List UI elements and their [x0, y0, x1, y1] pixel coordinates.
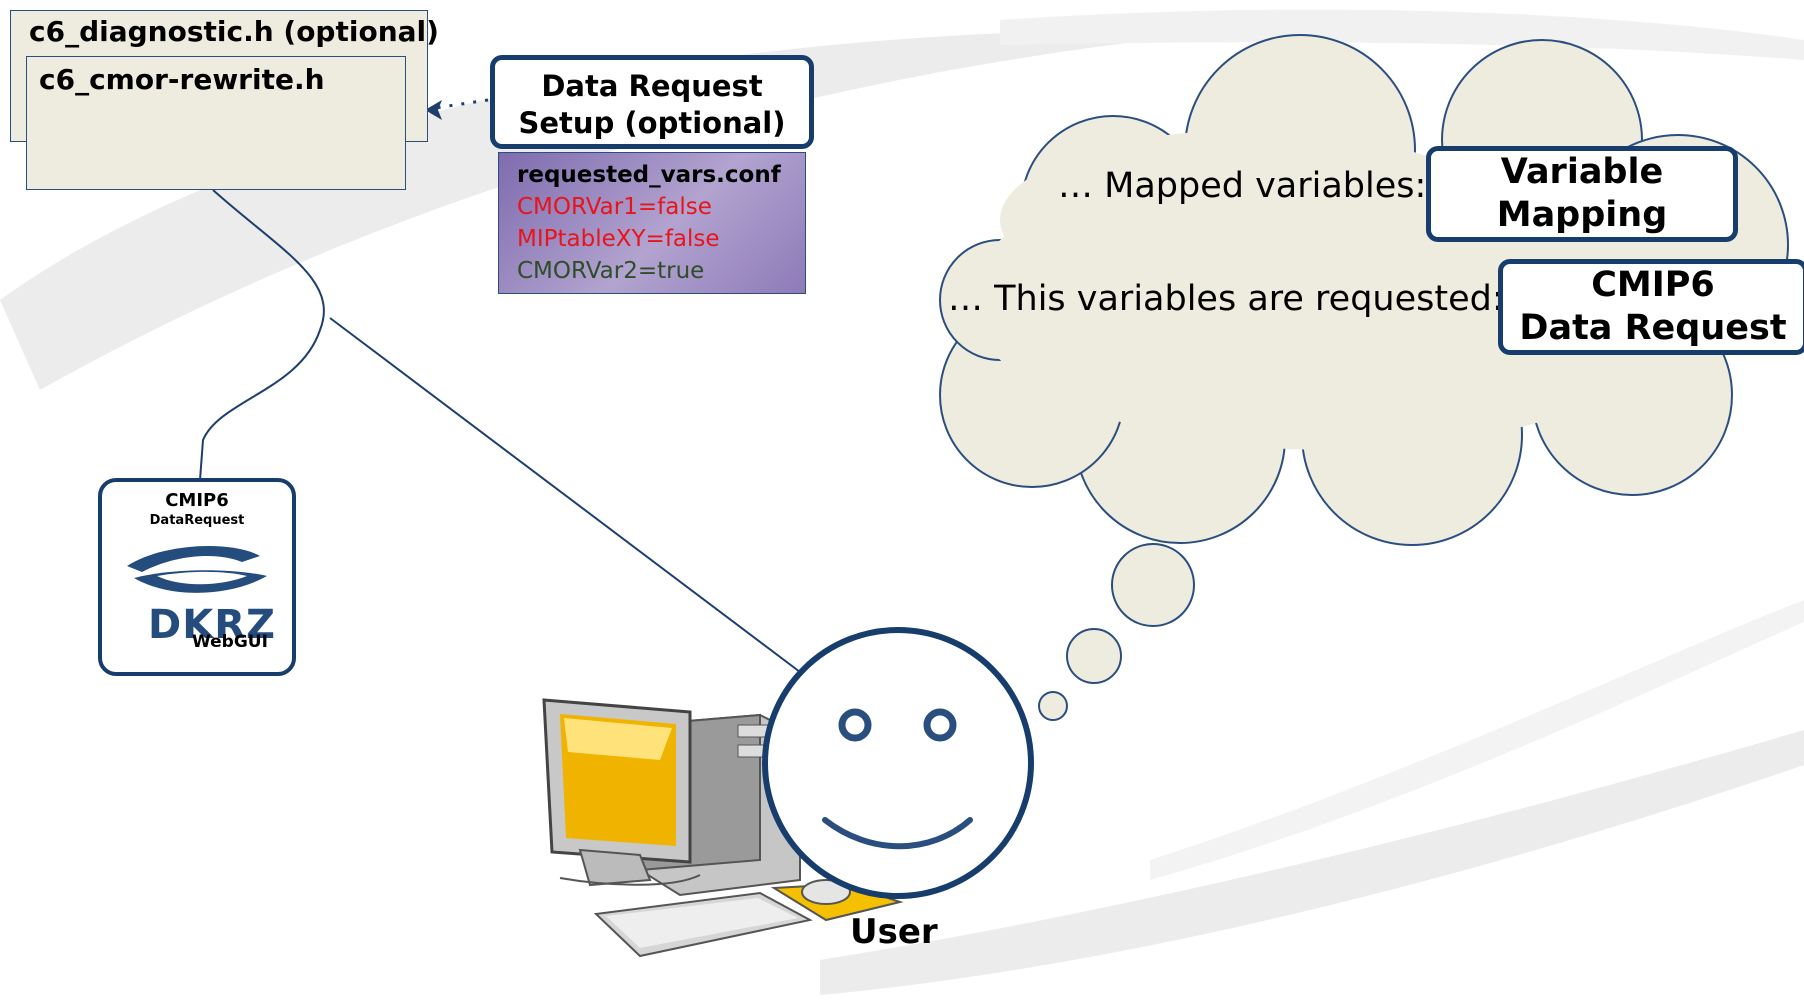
webgui-title: CMIP6 [165, 490, 229, 511]
left-eye-icon [838, 708, 872, 742]
swoosh-right [1150, 600, 1804, 880]
cmip6-data-request-line1: CMIP6 [1591, 265, 1715, 305]
dkrz-swoosh-icon [127, 545, 267, 593]
variable-mapping-line1: Variable [1500, 152, 1664, 192]
keyboard-icon [593, 891, 813, 958]
dkrz-logo-text: DKRZ [148, 602, 277, 648]
swoosh-top-right [1000, 9, 1804, 60]
user-label: User [850, 912, 938, 952]
smile-icon [822, 817, 973, 850]
file-cmor-rewrite-title: c6_cmor-rewrite.h [39, 63, 325, 96]
thought-bubble-medium [1066, 628, 1122, 684]
file-diagnostic-title: c6_diagnostic.h (optional) [29, 15, 439, 48]
cmip6-data-request-line2: Data Request [1519, 308, 1787, 348]
right-eye-icon [923, 708, 957, 742]
variable-mapping-line2: Mapping [1496, 195, 1668, 235]
webgui-box: CMIP6 DataRequest DKRZ WebGUI [98, 478, 296, 676]
cmip6-data-request-box: CMIP6 Data Request [1498, 259, 1804, 355]
config-line-false: MIPtableXY=false [517, 226, 720, 252]
requested-variables-text: … This variables are requested: [948, 279, 1504, 319]
dotted-arrow [434, 98, 489, 110]
swoosh-bottom [820, 730, 1804, 995]
mapped-variables-text: … Mapped variables: [1058, 166, 1427, 206]
thought-bubble-large [1111, 543, 1195, 627]
webgui-subtitle: DataRequest [149, 513, 245, 528]
data-request-setup-line2: Setup (optional) [518, 106, 786, 140]
data-request-setup-box: Data Request Setup (optional) [490, 55, 814, 149]
thought-bubble-small [1038, 691, 1068, 721]
requested-vars-config: requested_vars.conf CMORVar1=false MIPta… [498, 152, 806, 294]
data-request-setup-line1: Data Request [541, 69, 763, 103]
file-cmor-rewrite: c6_cmor-rewrite.h [26, 56, 406, 190]
arrow-head-icon [425, 100, 442, 120]
monitor-icon [542, 698, 692, 887]
connector-file-to-webgui [199, 189, 325, 481]
connector-to-user [329, 317, 801, 673]
config-filename: requested_vars.conf [517, 162, 781, 188]
variable-mapping-box: Variable Mapping [1426, 146, 1738, 242]
webgui-label: WebGUI [192, 632, 268, 652]
config-line-true: CMORVar2=true [517, 258, 705, 284]
config-line-false: CMORVar1=false [517, 194, 712, 220]
